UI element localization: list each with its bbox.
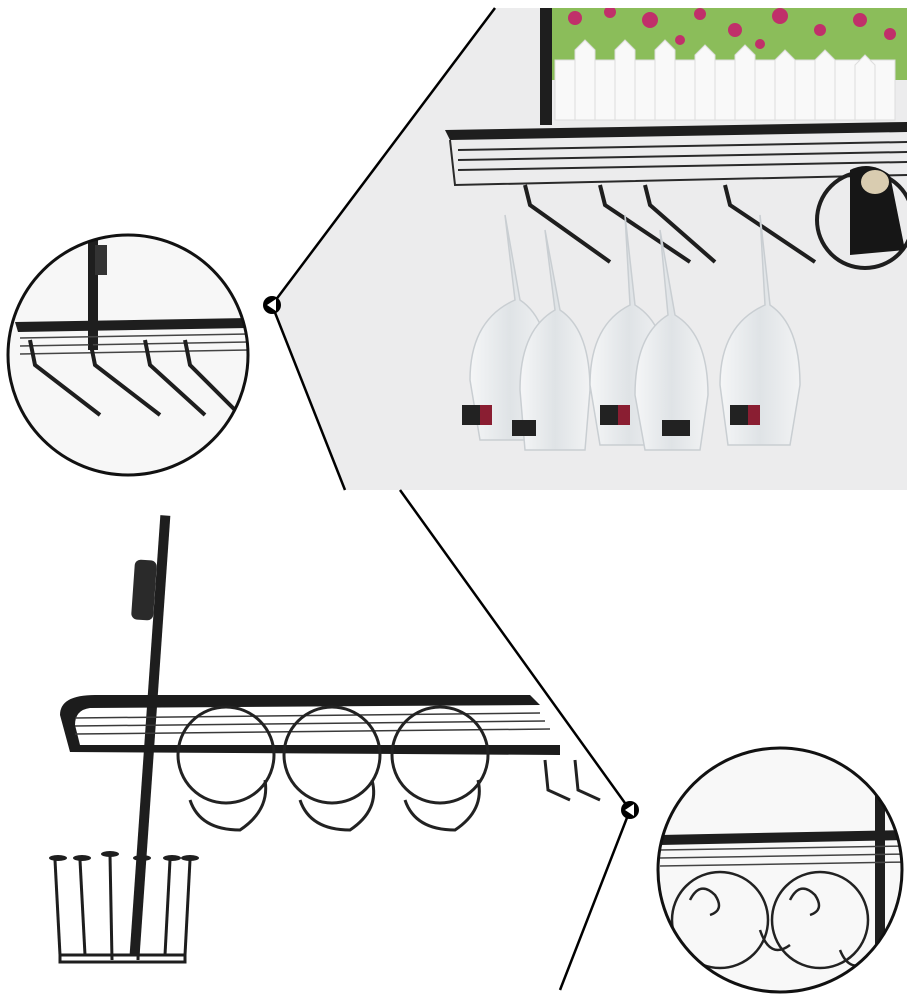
pointer-marker-icon — [621, 801, 639, 819]
bottom-right-detail — [658, 748, 902, 992]
bottom-left-photo — [49, 515, 601, 964]
top-right-photo — [272, 8, 907, 490]
top-left-detail — [8, 235, 248, 475]
pointer-marker-icon — [263, 296, 281, 314]
connector-lines — [270, 7, 632, 991]
